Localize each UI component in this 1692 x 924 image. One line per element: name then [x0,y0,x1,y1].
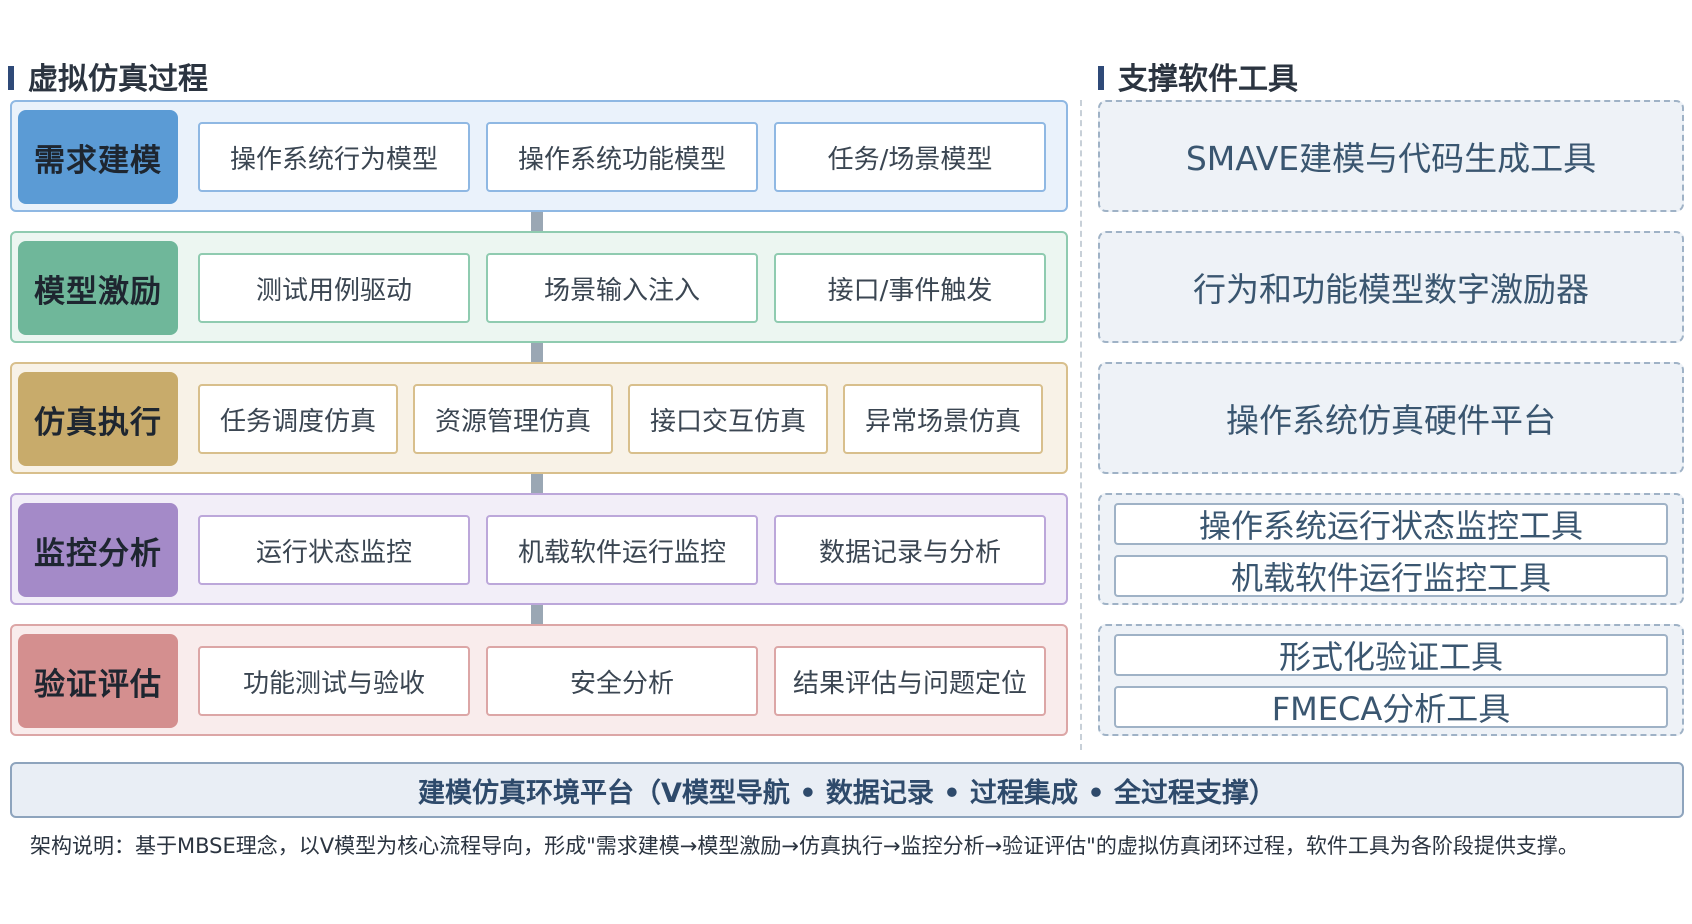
process-step-box: 任务/场景模型 [774,122,1046,192]
stage-label: 模型激励 [18,241,178,335]
tool-group: SMAVE建模与代码生成工具 [1098,100,1684,212]
stage-label: 需求建模 [18,110,178,204]
stage-connector [531,212,543,232]
process-step-box: 结果评估与问题定位 [774,646,1046,716]
process-step-box: 测试用例驱动 [198,253,470,323]
tools-title-text: 支撑软件工具 [1118,62,1298,97]
process-step-box: 接口交互仿真 [628,384,828,454]
process-section-title: 虚拟仿真过程 [8,58,208,97]
section-divider [1080,100,1082,750]
tool-name: SMAVE建模与代码生成工具 [1185,139,1597,178]
stage-label: 验证评估 [18,634,178,728]
stage-row: 需求建模操作系统行为模型操作系统功能模型任务/场景模型 [10,100,1068,212]
process-step-box: 机载软件运行监控 [486,515,758,585]
stage-connector [531,474,543,494]
process-step-box: 操作系统功能模型 [486,122,758,192]
process-step-box: 安全分析 [486,646,758,716]
process-title-text: 虚拟仿真过程 [28,62,208,97]
stage-connector [531,343,543,363]
tool-group: 形式化验证工具 FMECA分析工具 [1098,624,1684,736]
process-step-box: 场景输入注入 [486,253,758,323]
tool-group: 操作系统运行状态监控工具机载软件运行监控工具 [1098,493,1684,605]
tool-name: 操作系统仿真硬件平台 [1226,401,1556,440]
stage-label: 监控分析 [18,503,178,597]
tool-name: 行为和功能模型数字激励器 [1193,270,1589,309]
tools-section-title: 支撑软件工具 [1098,58,1298,97]
process-step-box: 操作系统行为模型 [198,122,470,192]
process-step-box: 功能测试与验收 [198,646,470,716]
tool-name-box: FMECA分析工具 [1114,686,1668,728]
process-step-box: 资源管理仿真 [413,384,613,454]
stage-label: 仿真执行 [18,372,178,466]
architecture-note: 架构说明：基于MBSE理念，以V模型为核心流程导向，形成"需求建模→模型激励→仿… [30,834,1579,858]
process-step-box: 任务调度仿真 [198,384,398,454]
stage-row: 模型激励测试用例驱动场景输入注入接口/事件触发 [10,231,1068,343]
stage-row: 仿真执行任务调度仿真资源管理仿真接口交互仿真异常场景仿真 [10,362,1068,474]
title-accent-bar [8,66,14,90]
process-step-box: 接口/事件触发 [774,253,1046,323]
stage-row: 监控分析运行状态监控机载软件运行监控数据记录与分析 [10,493,1068,605]
title-accent-bar [1098,66,1104,90]
tool-name-box: 形式化验证工具 [1114,634,1668,676]
stage-row: 验证评估功能测试与验收安全分析结果评估与问题定位 [10,624,1068,736]
tool-name-box: 机载软件运行监控工具 [1114,555,1668,597]
process-step-box: 数据记录与分析 [774,515,1046,585]
tool-group: 操作系统仿真硬件平台 [1098,362,1684,474]
tool-group: 行为和功能模型数字激励器 [1098,231,1684,343]
process-step-box: 异常场景仿真 [843,384,1043,454]
tool-name-box: 操作系统运行状态监控工具 [1114,503,1668,545]
platform-bar: 建模仿真环境平台（V模型导航 • 数据记录 • 过程集成 • 全过程支撑） [10,762,1684,818]
stage-connector [531,605,543,625]
process-step-box: 运行状态监控 [198,515,470,585]
